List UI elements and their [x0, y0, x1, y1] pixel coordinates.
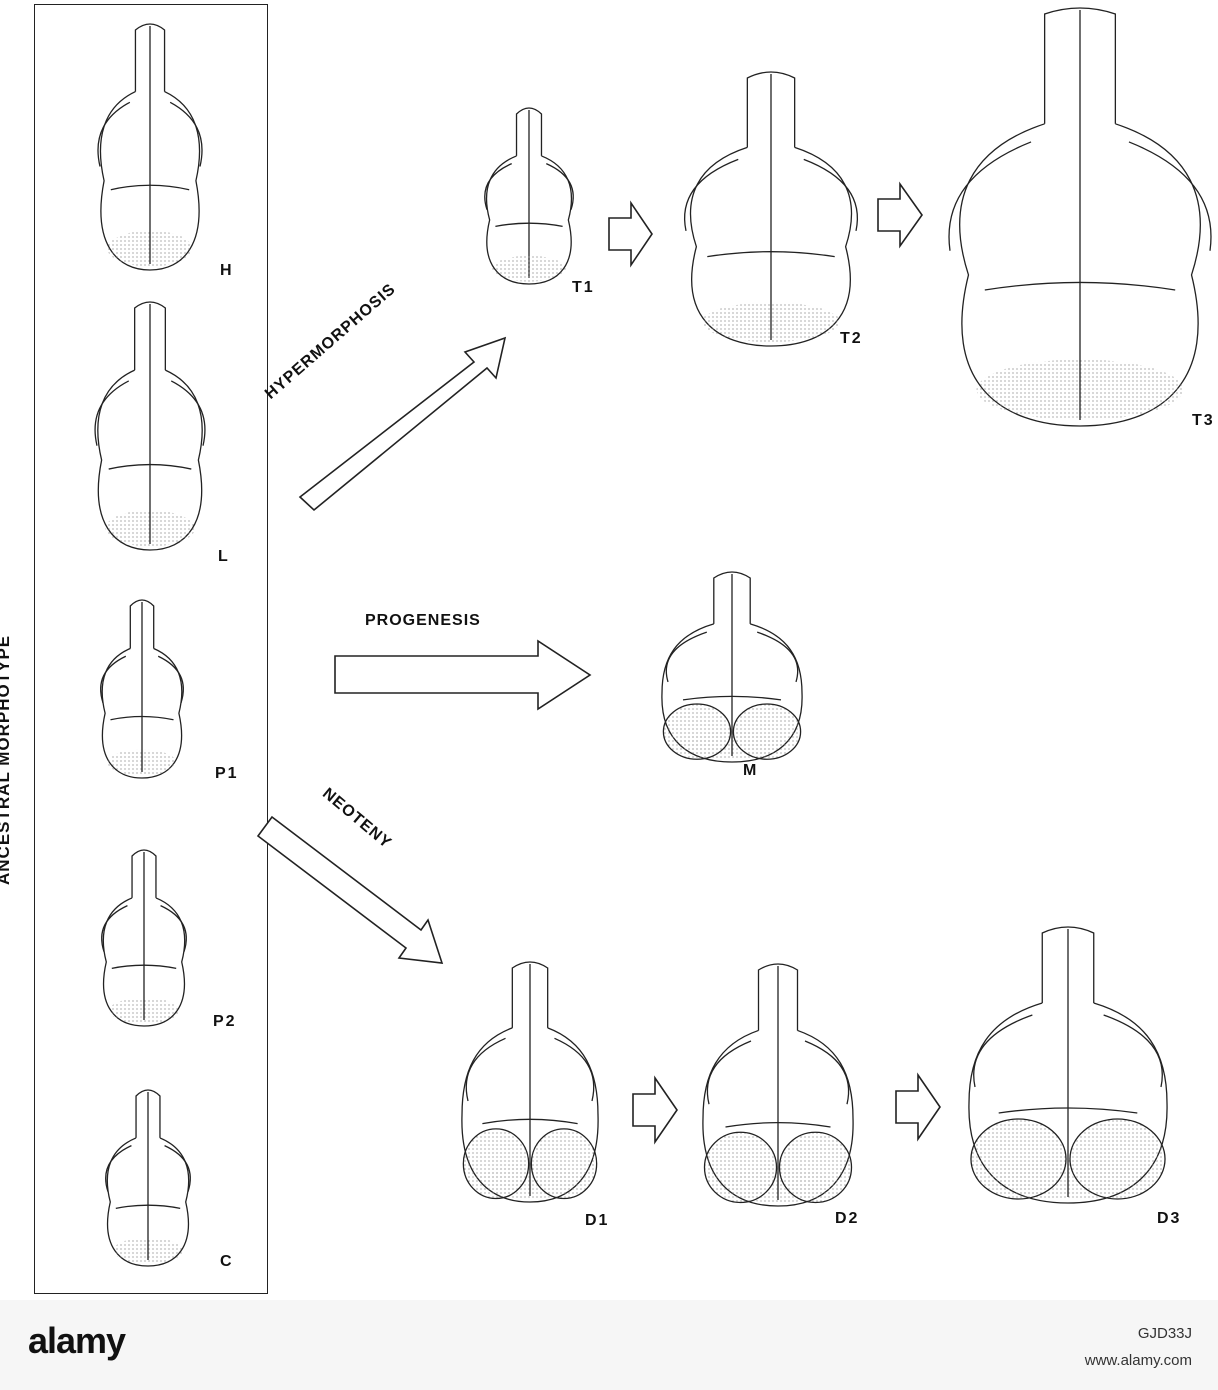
watermark-url: www.alamy.com [1084, 1352, 1192, 1369]
small-arrow-d1-d2 [632, 1075, 678, 1145]
skull-p1 [100, 599, 184, 779]
label-d1: D1 [585, 1212, 610, 1229]
label-t3: T3 [1192, 412, 1215, 429]
small-arrow-t1-t2 [608, 200, 653, 268]
skull-d1 [461, 961, 599, 1203]
skull-h [97, 23, 203, 271]
skull-t3 [948, 7, 1212, 427]
skull-t2 [684, 71, 858, 347]
neoteny-arrow [256, 815, 444, 964]
label-h: H [220, 262, 234, 279]
skull-p2 [101, 849, 187, 1027]
skull-d2 [702, 963, 854, 1207]
watermark-footer [0, 1300, 1218, 1390]
label-m: M [743, 762, 759, 779]
skull-group [94, 7, 1212, 1267]
label-l: L [218, 548, 230, 565]
figure-plate [0, 0, 1218, 1300]
hypermorphosis-arrow [298, 336, 507, 512]
label-t1: T1 [572, 279, 595, 296]
label-c: C [220, 1253, 234, 1270]
ancestral-frame [34, 4, 268, 1294]
skull-l [94, 301, 206, 551]
skull-m [661, 571, 803, 763]
label-d2: D2 [835, 1210, 860, 1227]
label-t2: T2 [840, 330, 863, 347]
skull-t1 [484, 107, 574, 285]
alamy-logo: alamy [28, 1320, 126, 1361]
image-code: GJD33J [1137, 1325, 1192, 1342]
skull-d3 [968, 926, 1168, 1204]
progenesis-arrow [334, 639, 592, 711]
label-p1: P1 [215, 765, 239, 782]
small-arrow-t2-t3 [877, 181, 923, 249]
label-p2: P2 [213, 1013, 237, 1030]
small-arrow-d2-d3 [895, 1072, 941, 1142]
skull-c [105, 1089, 191, 1267]
label-d3: D3 [1157, 1210, 1182, 1227]
progenesis-label: PROGENESIS [365, 612, 481, 629]
diagram-canvas [94, 7, 1212, 1267]
